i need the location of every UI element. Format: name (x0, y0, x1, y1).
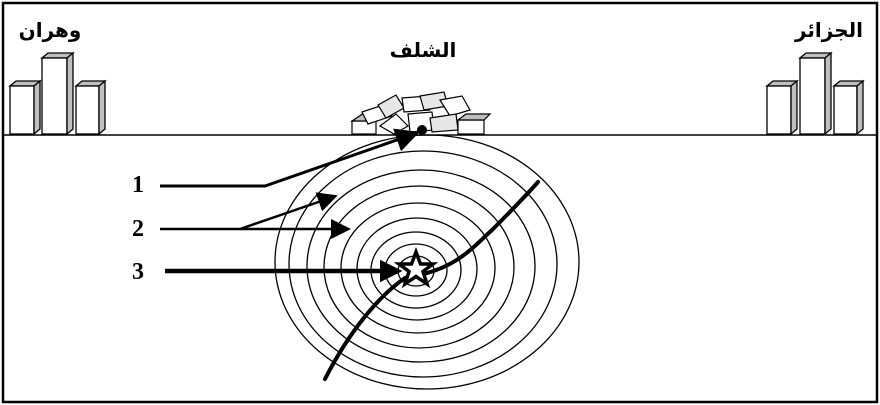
epicenter-dot (417, 125, 427, 135)
fault-line (323, 180, 540, 381)
city-label-oran: وهران (19, 18, 82, 42)
oran-buildings (8, 51, 107, 136)
city-label-chlef: الشلف (390, 38, 457, 62)
callout-label-2: 2 (132, 216, 144, 242)
algiers-buildings (765, 51, 865, 136)
callout-arrow-1 (160, 128, 420, 188)
callout-label-3: 3 (132, 259, 144, 285)
collapsed-buildings (350, 91, 492, 135)
callout-label-1: 1 (132, 172, 144, 198)
city-label-algiers: الجزائر (794, 18, 863, 42)
hypocenter-star (393, 247, 439, 289)
